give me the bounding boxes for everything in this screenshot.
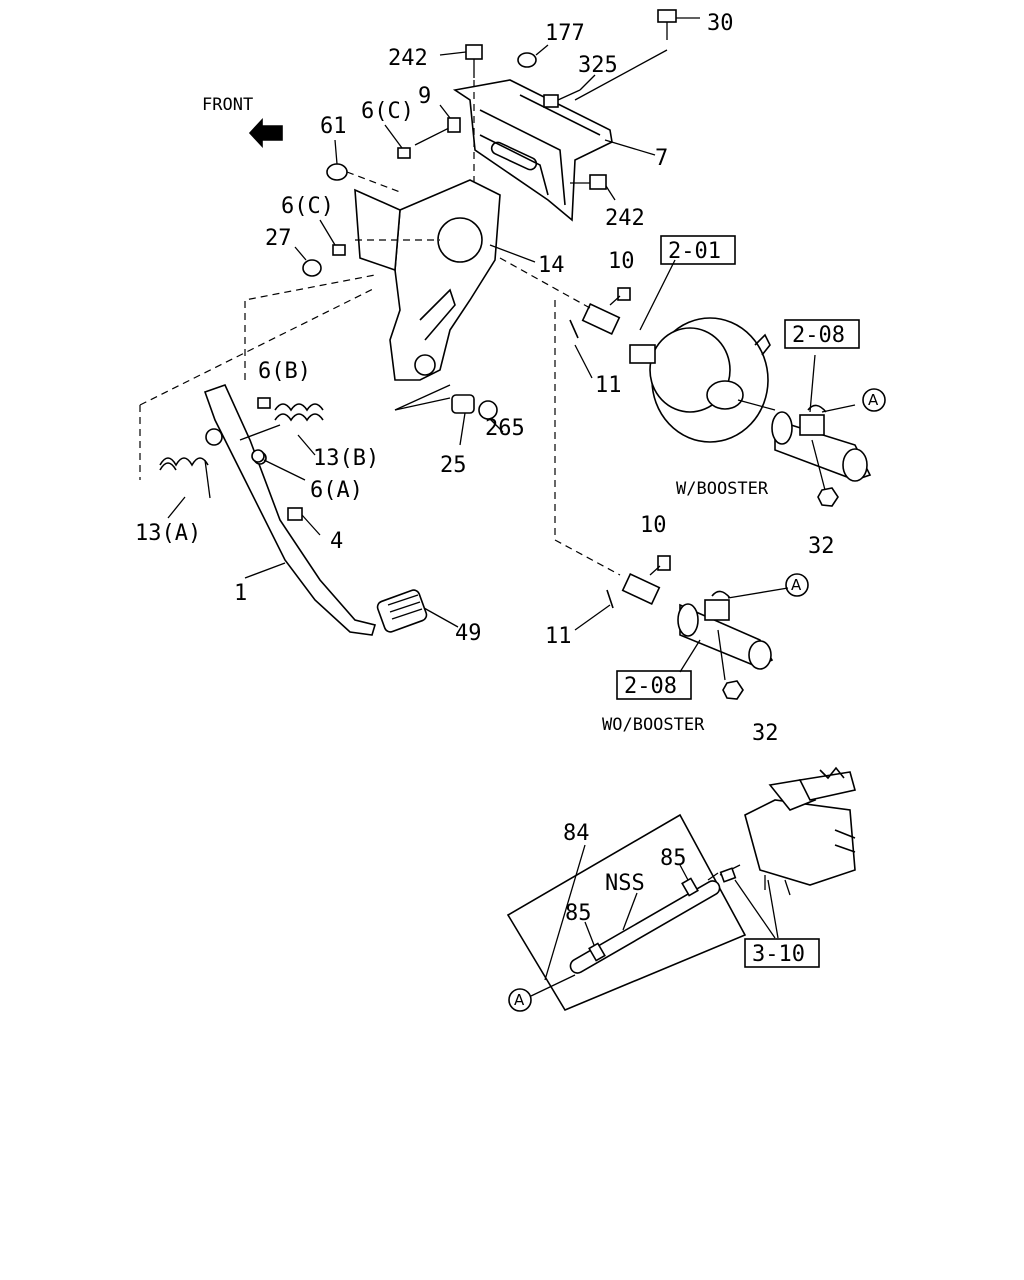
bolt-10-top-icon (609, 287, 631, 306)
clamp-85-bot-icon (584, 921, 606, 962)
label-6b: 6(B) (258, 359, 311, 384)
label-10-bot: 10 (640, 513, 667, 538)
label-325: 325 (578, 53, 618, 78)
label-14: 14 (538, 253, 565, 278)
brake-booster (629, 259, 776, 443)
nut-27-icon (294, 246, 322, 277)
label-2-01: 2-01 (668, 239, 721, 264)
label-2-08-bot: 2-08 (624, 674, 677, 699)
box-2-01 (660, 235, 736, 265)
hose-84-leader (544, 844, 586, 981)
bolt-30-icon (657, 9, 700, 40)
label-49: 49 (455, 621, 482, 646)
label-6a: 6(A) (310, 478, 363, 503)
washer-61-icon (326, 139, 401, 193)
label-4: 4 (330, 529, 343, 554)
ref-a-top-label: A (868, 391, 879, 409)
pedal-bracket (354, 179, 501, 381)
label-6c-top: 6(C) (361, 99, 414, 124)
ref-a-top-icon: A (862, 388, 886, 412)
label-10-top: 10 (608, 249, 635, 274)
label-nss: NSS (605, 871, 645, 896)
label-27: 27 (265, 226, 292, 251)
label-wo-booster: WO/BOOSTER (602, 715, 705, 735)
switch-11-top-icon (569, 303, 621, 379)
front-arrow-icon (248, 117, 283, 149)
bolt-9-icon (414, 104, 461, 146)
master-cylinder-bot (677, 587, 789, 681)
spring-13a-icon (159, 457, 211, 519)
box-2-08-top (784, 319, 860, 349)
box-3-10 (744, 938, 820, 968)
master-cylinder-top (771, 354, 872, 491)
label-3-10: 3-10 (752, 942, 805, 967)
label-25: 25 (440, 453, 467, 478)
label-85-top: 85 (660, 846, 687, 871)
nut-6c-top-icon (384, 124, 411, 159)
nut-32-bot-icon (722, 680, 744, 700)
clamp-85-top-icon (679, 864, 699, 897)
label-61: 61 (320, 114, 347, 139)
bushing-6b-icon (257, 397, 271, 409)
label-242-top: 242 (388, 46, 428, 71)
label-1: 1 (234, 581, 247, 606)
front-label: FRONT (202, 95, 253, 115)
label-32-top: 32 (808, 534, 835, 559)
bolt-10-bot-icon (649, 555, 671, 576)
fluid-reservoir (744, 766, 856, 896)
label-242-bot: 242 (605, 206, 645, 231)
nut-265-icon (478, 400, 504, 433)
box-2-08-bot (616, 670, 692, 700)
connector-3-10-icon (719, 867, 779, 939)
nut-177-icon (517, 44, 549, 68)
label-85-bot: 85 (565, 901, 592, 926)
ref-a-bot-icon: A (508, 974, 576, 1012)
switch-11-bot-icon (574, 573, 661, 631)
label-2-08-top: 2-08 (792, 323, 845, 348)
label-265: 265 (485, 416, 525, 441)
label-13b: 13(B) (313, 446, 379, 471)
label-w-booster: W/BOOSTER (676, 479, 769, 499)
bolt-242-bot-icon (570, 174, 616, 201)
hose-84 (506, 813, 747, 1012)
ref-a-mid-icon: A (785, 573, 809, 597)
ref-a-mid-label: A (791, 576, 802, 594)
label-11-top: 11 (595, 373, 622, 398)
upper-bracket (452, 79, 613, 222)
nut-6c-mid-icon (319, 219, 346, 256)
bushing-6a-icon (251, 449, 306, 481)
label-32-bot: 32 (752, 721, 779, 746)
label-9: 9 (418, 84, 431, 109)
pedal-pad-49-icon (376, 589, 459, 633)
nss-leader (622, 892, 638, 931)
clip-4-icon (287, 507, 321, 536)
label-6c-mid: 6(C) (281, 194, 334, 219)
bolt-25-icon (394, 384, 475, 446)
label-84: 84 (563, 821, 590, 846)
bolt-325-icon (543, 74, 596, 108)
spring-13b-icon (239, 403, 324, 456)
nut-32-top-icon (817, 487, 839, 507)
label-30: 30 (707, 11, 734, 36)
label-13a: 13(A) (135, 521, 201, 546)
bolt-242-top-icon (439, 44, 483, 78)
ref-a-bot-label: A (514, 991, 525, 1009)
label-11-bot: 11 (545, 624, 572, 649)
label-7: 7 (655, 146, 668, 171)
label-177: 177 (545, 21, 585, 46)
